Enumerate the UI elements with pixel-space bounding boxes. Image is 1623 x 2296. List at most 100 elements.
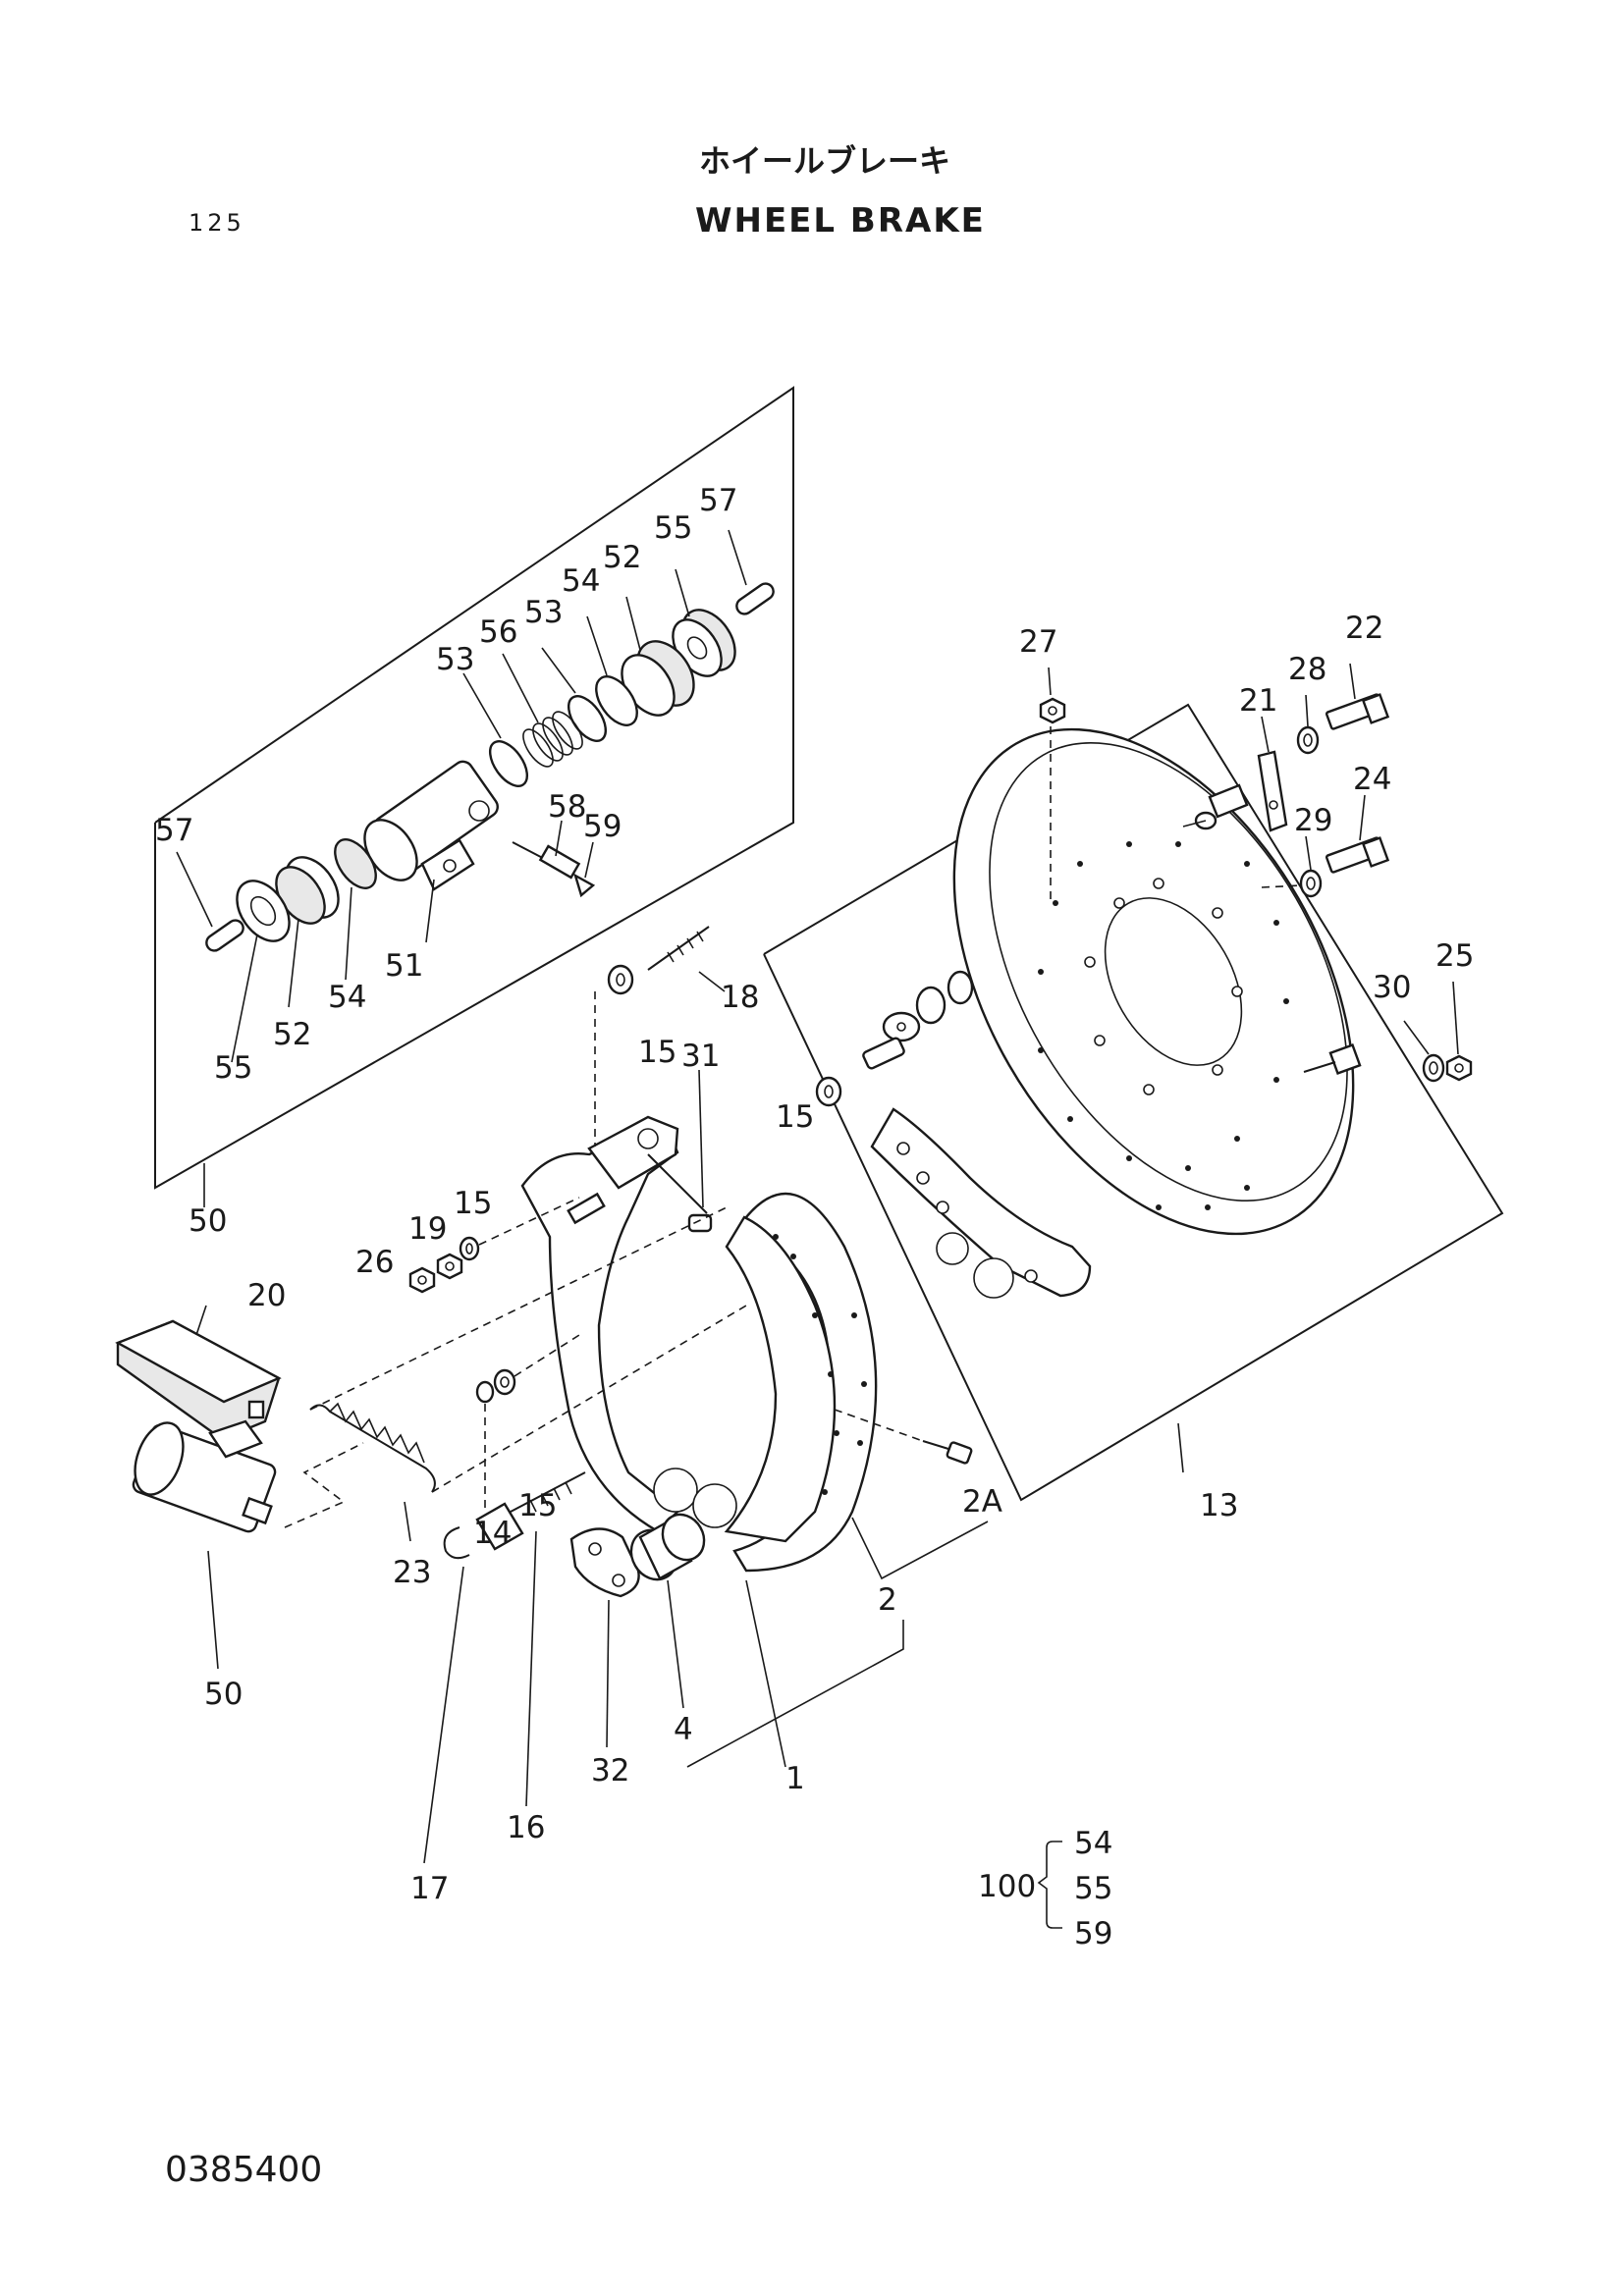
callout-56: 56 bbox=[479, 614, 517, 650]
callout-26: 26 bbox=[355, 1245, 394, 1280]
callout-20: 20 bbox=[247, 1278, 286, 1313]
bleeder-screw-58 bbox=[512, 841, 581, 880]
callout-17: 17 bbox=[410, 1871, 449, 1906]
kit-item-55: 55 bbox=[1074, 1871, 1112, 1906]
callout-29: 29 bbox=[1294, 803, 1332, 838]
callout-30: 30 bbox=[1373, 970, 1411, 1005]
ring-54-upper bbox=[595, 675, 638, 726]
anchor-bolt-16 bbox=[475, 1471, 586, 1807]
seal-53-left bbox=[488, 740, 529, 787]
callout-54-lower: 54 bbox=[328, 980, 366, 1015]
callout-labels: 57 55 52 54 53 56 53 58 59 51 57 55 52 5… bbox=[155, 483, 1474, 1951]
piston-55-lower bbox=[236, 880, 291, 942]
kit-item-54: 54 bbox=[1074, 1826, 1112, 1861]
callout-1: 1 bbox=[785, 1761, 805, 1796]
backing-plate-group bbox=[763, 663, 1504, 1502]
callout-53-left: 53 bbox=[436, 642, 474, 677]
callout-21: 21 bbox=[1239, 683, 1277, 719]
clip-17 bbox=[423, 1526, 470, 1864]
spring-56 bbox=[522, 711, 583, 768]
brake-shoe-1 bbox=[724, 1192, 878, 1573]
callout-15-c: 15 bbox=[454, 1186, 492, 1221]
kit-item-59: 59 bbox=[1074, 1916, 1112, 1951]
page-number: 125 bbox=[189, 209, 245, 237]
washer-15-small bbox=[459, 1197, 580, 1261]
callout-58: 58 bbox=[548, 789, 586, 825]
screw-2a bbox=[834, 1409, 973, 1465]
spring-23 bbox=[309, 1206, 747, 1542]
washer-28 bbox=[1296, 725, 1320, 755]
kit-label-100: 100 bbox=[978, 1869, 1036, 1904]
callout-23: 23 bbox=[393, 1555, 431, 1590]
callout-59: 59 bbox=[583, 809, 622, 844]
callout-19: 19 bbox=[408, 1211, 447, 1247]
washer-15-top bbox=[594, 964, 634, 1147]
wheel-cylinder-50-assembled bbox=[132, 1400, 364, 1670]
spacer-31 bbox=[687, 1069, 713, 1233]
washer-14 bbox=[475, 1380, 495, 1512]
callout-24: 24 bbox=[1353, 762, 1391, 797]
callout-55-upper: 55 bbox=[654, 510, 692, 546]
shoe-web bbox=[870, 1107, 1092, 1299]
pad-20 bbox=[115, 1305, 282, 1441]
title-english: WHEEL BRAKE bbox=[695, 201, 986, 240]
callout-15-d: 15 bbox=[518, 1488, 557, 1523]
callout-53-right: 53 bbox=[524, 595, 563, 630]
callout-50-lower: 50 bbox=[204, 1677, 243, 1712]
callout-4: 4 bbox=[674, 1712, 693, 1747]
callout-14: 14 bbox=[473, 1516, 512, 1551]
bolt-22 bbox=[1325, 693, 1390, 730]
wheel-cylinder-exploded-group bbox=[154, 386, 794, 1207]
washer-15-lower bbox=[493, 1334, 580, 1396]
anchor-pin bbox=[882, 970, 974, 1042]
callout-13: 13 bbox=[1200, 1488, 1238, 1523]
backing-plate-13 bbox=[952, 727, 1355, 1236]
washer-29 bbox=[1261, 869, 1323, 898]
cup-52-lower bbox=[275, 856, 340, 925]
nut-25 bbox=[1445, 1054, 1473, 1082]
callout-52-upper: 52 bbox=[603, 540, 641, 575]
callout-16: 16 bbox=[507, 1810, 545, 1845]
pin-15-right bbox=[862, 1037, 905, 1070]
lower-left-parts bbox=[115, 1197, 747, 1864]
callout-2a: 2A bbox=[962, 1484, 1002, 1520]
callout-27: 27 bbox=[1019, 624, 1057, 660]
bleeder-cap-59 bbox=[573, 873, 596, 898]
cylinder-body-51 bbox=[363, 760, 499, 891]
callout-51: 51 bbox=[385, 948, 423, 984]
drawing-number: 0385400 bbox=[165, 2150, 322, 2190]
bushing-4 bbox=[629, 1513, 706, 1709]
nut-26 bbox=[408, 1266, 436, 1294]
nut-19 bbox=[436, 1253, 463, 1280]
brake-shoe-assembly bbox=[520, 926, 973, 1573]
pin-57-upper bbox=[735, 582, 775, 615]
washer-30 bbox=[1422, 1053, 1445, 1083]
callout-22: 22 bbox=[1345, 611, 1383, 646]
callout-50-upper: 50 bbox=[189, 1203, 227, 1239]
callout-15-a: 15 bbox=[638, 1035, 676, 1070]
callout-57-upper: 57 bbox=[699, 483, 737, 518]
callout-57-lower: 57 bbox=[155, 813, 193, 848]
kit-bracket bbox=[1037, 1841, 1062, 1929]
callout-31: 31 bbox=[681, 1039, 720, 1074]
nut-27 bbox=[1039, 697, 1066, 903]
lock-plate-32 bbox=[569, 1527, 640, 1748]
boot-54-lower bbox=[334, 838, 377, 889]
callout-15-b: 15 bbox=[776, 1099, 814, 1135]
plate-bolt bbox=[1303, 1043, 1362, 1075]
callout-2: 2 bbox=[878, 1582, 897, 1618]
callout-18: 18 bbox=[721, 980, 759, 1015]
brake-shoe-web bbox=[520, 1115, 737, 1533]
washer-15-right bbox=[815, 1076, 842, 1107]
cam-21 bbox=[1182, 750, 1288, 832]
callout-32: 32 bbox=[591, 1753, 629, 1789]
callout-52-lower: 52 bbox=[273, 1017, 311, 1052]
callout-55-lower: 55 bbox=[214, 1050, 252, 1086]
title-japanese: ホイールブレーキ bbox=[699, 142, 950, 180]
bolt-24 bbox=[1325, 836, 1390, 874]
pin-57-lower bbox=[205, 919, 244, 952]
stud-18 bbox=[647, 926, 726, 992]
callout-54-upper: 54 bbox=[562, 563, 600, 599]
assembly-brackets bbox=[686, 1517, 989, 1768]
